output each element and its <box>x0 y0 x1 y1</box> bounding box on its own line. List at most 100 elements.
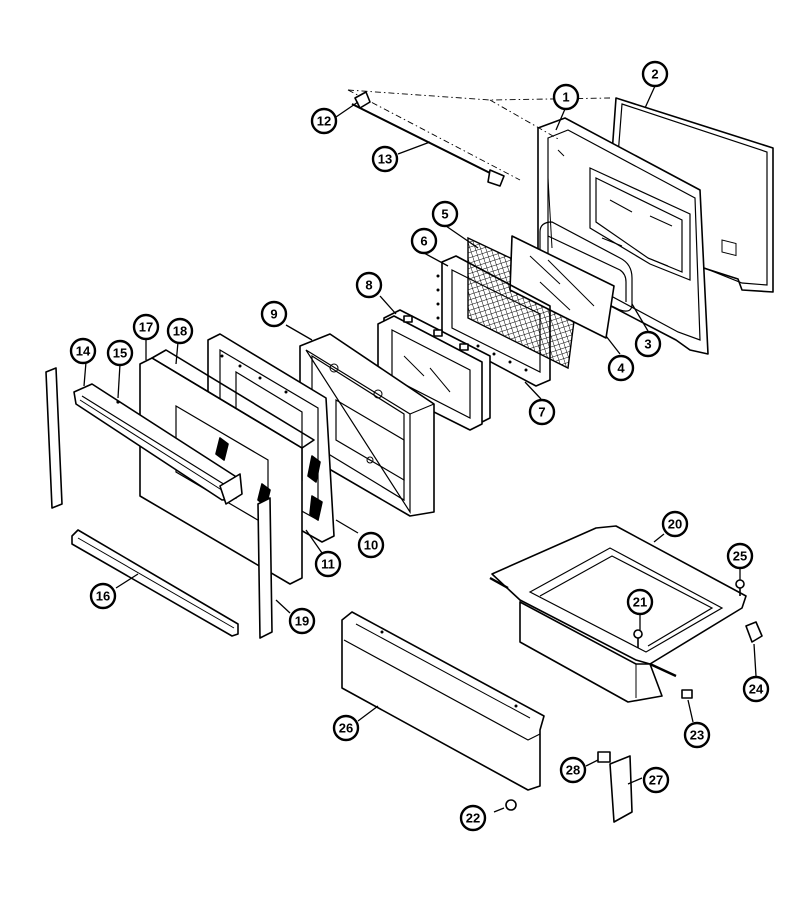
callout-19: 19 <box>288 607 316 635</box>
part-drawer-front <box>341 611 545 791</box>
callout-label: 19 <box>295 614 309 629</box>
callout-24: 24 <box>742 675 770 703</box>
callout-circle <box>69 337 97 365</box>
callout-circle <box>106 339 134 367</box>
callout-circle <box>726 542 754 570</box>
callout-2: 2 <box>641 60 669 88</box>
callout-5: 5 <box>431 200 459 228</box>
callout-label: 2 <box>651 67 658 82</box>
callout-3: 3 <box>634 330 662 358</box>
callout-circle <box>431 200 459 228</box>
callout-11: 11 <box>314 550 342 578</box>
part-door-liner <box>537 117 709 355</box>
callout-10: 10 <box>357 531 385 559</box>
callout-circle <box>552 83 580 111</box>
leader-lines <box>83 85 757 813</box>
callout-label: 16 <box>96 589 110 604</box>
callout-label: 21 <box>633 595 647 610</box>
callout-20: 20 <box>661 510 689 538</box>
callout-14: 14 <box>69 337 97 365</box>
part-slide-block <box>681 689 693 699</box>
part-door-handle <box>73 383 243 505</box>
callout-circle <box>89 582 117 610</box>
callout-label: 8 <box>365 278 372 293</box>
callout-circle <box>357 531 385 559</box>
part-left-trim <box>45 367 63 509</box>
callout-label: 17 <box>139 320 153 335</box>
callout-label: 11 <box>321 557 335 572</box>
callout-label: 6 <box>420 234 427 249</box>
part-window-glass-pack <box>377 309 491 431</box>
callout-9: 9 <box>260 300 288 328</box>
callout-circle <box>683 721 711 749</box>
callout-label: 15 <box>113 346 127 361</box>
callout-label: 4 <box>617 361 625 376</box>
callout-circle <box>166 317 194 345</box>
callout-22: 22 <box>459 804 487 832</box>
callout-label: 28 <box>566 763 580 778</box>
callout-6: 6 <box>410 227 438 255</box>
callout-circle <box>371 145 399 173</box>
callout-13: 13 <box>371 145 399 173</box>
callout-15: 15 <box>106 339 134 367</box>
callout-23: 23 <box>683 721 711 749</box>
callout-circle <box>310 107 338 135</box>
callout-circle <box>355 271 383 299</box>
callout-circle <box>332 714 360 742</box>
part-right-trim <box>257 497 273 639</box>
callout-label: 24 <box>749 682 764 697</box>
callout-circle <box>742 675 770 703</box>
callout-17: 17 <box>132 313 160 341</box>
callout-label: 25 <box>733 549 747 564</box>
callout-label: 14 <box>76 344 91 359</box>
callout-4: 4 <box>607 354 635 382</box>
callout-circle <box>642 766 670 794</box>
callout-circle <box>559 756 587 784</box>
callout-7: 7 <box>528 398 556 426</box>
callout-label: 1 <box>562 90 569 105</box>
part-foot <box>505 799 517 811</box>
callout-18: 18 <box>166 317 194 345</box>
part-bottom-trim <box>71 529 239 637</box>
callout-label: 20 <box>668 517 682 532</box>
part-drawer-body <box>489 525 747 703</box>
callout-label: 18 <box>173 324 187 339</box>
callout-circle <box>459 804 487 832</box>
part-screw-25 <box>735 579 745 596</box>
callout-label: 10 <box>364 538 378 553</box>
part-insulation-box <box>299 333 435 517</box>
callout-16: 16 <box>89 582 117 610</box>
part-small-clip <box>597 751 611 763</box>
callout-label: 12 <box>317 114 331 129</box>
callout-label: 27 <box>649 773 663 788</box>
callout-circle <box>641 60 669 88</box>
callout-circle <box>607 354 635 382</box>
callout-28: 28 <box>559 756 587 784</box>
part-inner-glass <box>509 235 615 339</box>
callout-circle <box>661 510 689 538</box>
callout-label: 5 <box>441 207 448 222</box>
callout-27: 27 <box>642 766 670 794</box>
callout-circle <box>132 313 160 341</box>
callout-circle <box>314 550 342 578</box>
callout-label: 23 <box>690 728 704 743</box>
callout-circle <box>634 330 662 358</box>
callout-26: 26 <box>332 714 360 742</box>
callout-circle <box>410 227 438 255</box>
callout-circle <box>288 607 316 635</box>
callout-label: 7 <box>538 405 545 420</box>
callout-8: 8 <box>355 271 383 299</box>
callout-circle <box>626 588 654 616</box>
part-drawer-clip <box>745 621 763 643</box>
callout-label: 26 <box>339 721 353 736</box>
callout-21: 21 <box>626 588 654 616</box>
callout-1: 1 <box>552 83 580 111</box>
part-hinge-rod <box>347 89 611 187</box>
callout-label: 9 <box>270 307 277 322</box>
callout-circle <box>260 300 288 328</box>
part-end-cap <box>609 755 633 823</box>
callout-label: 22 <box>466 811 480 826</box>
callout-25: 25 <box>726 542 754 570</box>
